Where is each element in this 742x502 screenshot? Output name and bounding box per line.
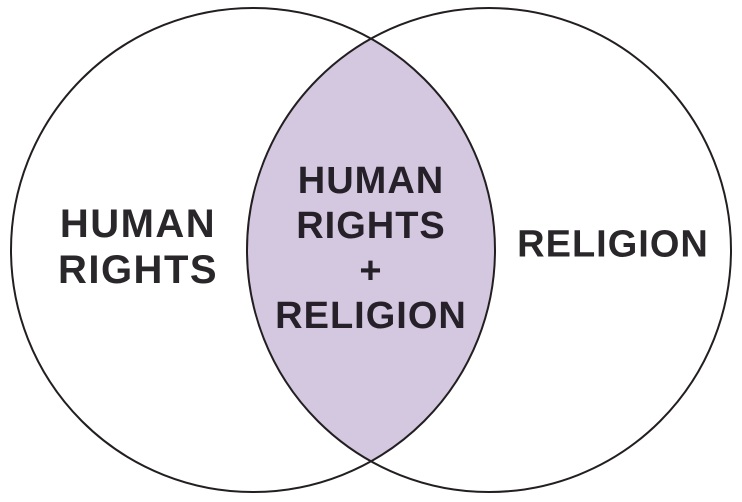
left-set-label: HUMAN RIGHTS — [58, 201, 218, 293]
intersection-label: HUMAN RIGHTS + RELIGION — [275, 159, 467, 339]
right-set-label-line-1: RELIGION — [517, 223, 709, 266]
intersection-label-line-2: RIGHTS — [296, 205, 446, 247]
intersection-label-line-4: RELIGION — [275, 295, 467, 337]
intersection-label-plus-sign: + — [359, 250, 383, 292]
left-circle-shape — [10, 7, 496, 493]
intersection-lens-shape — [246, 38, 496, 462]
intersection-label-line-1: HUMAN — [297, 160, 445, 202]
right-set-label: RELIGION — [517, 223, 709, 268]
right-circle-shape — [246, 7, 732, 493]
left-set-label-line-1: HUMAN — [59, 202, 217, 246]
left-set-label-line-2: RIGHTS — [57, 248, 219, 292]
